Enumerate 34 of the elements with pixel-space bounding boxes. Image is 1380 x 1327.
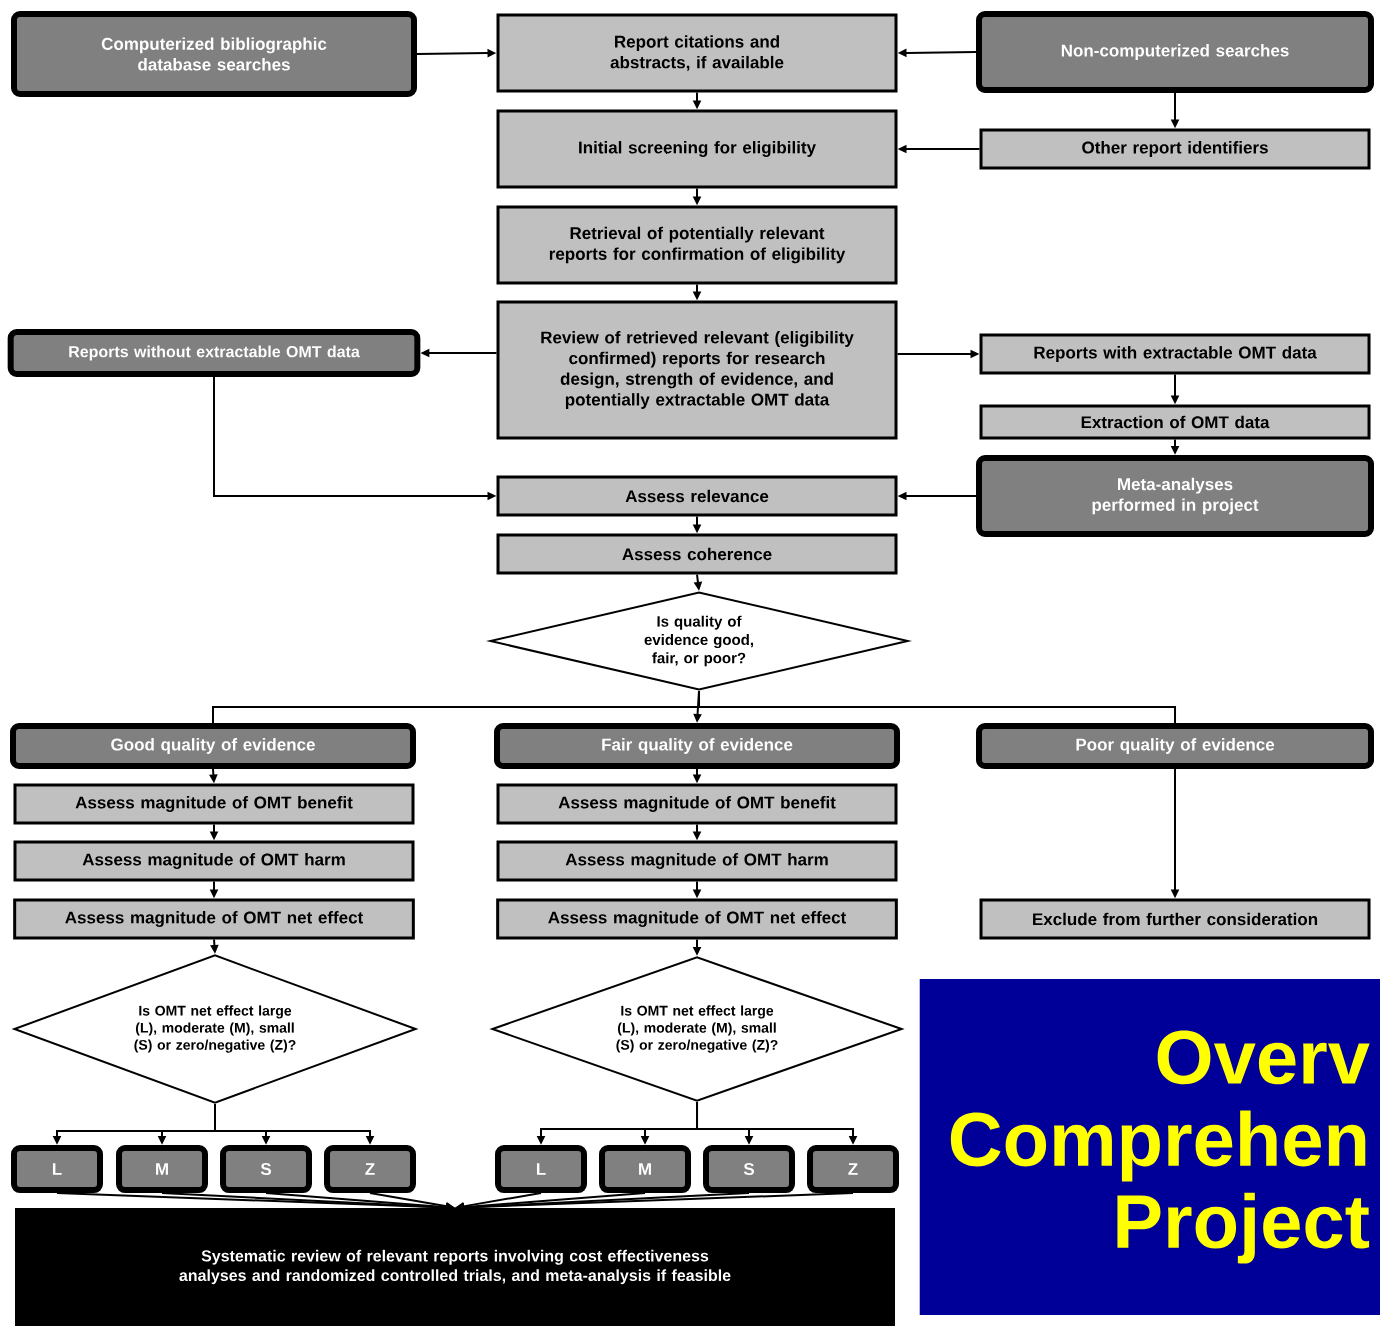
title-panel: Overv Comprehen Project [919,979,1380,1315]
category-box: L [11,1145,103,1193]
process-box: Assess relevance [496,475,898,517]
process-box: Assess magnitude of OMT net effect [496,898,898,940]
category-box: L [495,1145,587,1193]
category-box: Z [807,1145,899,1193]
category-box: S [703,1145,795,1193]
process-box: Assess magnitude of OMT net effect [13,898,415,940]
category-box: M [116,1145,208,1193]
rounded-box: Reports without extractable OMT data [7,329,421,377]
process-box: Initial screening for eligibility [496,109,898,189]
rounded-box: Good quality of evidence [10,723,416,769]
rounded-box: Non-computerized searches [976,11,1374,93]
process-box: Assess magnitude of OMT benefit [496,783,898,825]
process-box: Assess magnitude of OMT harm [496,840,898,882]
rounded-box: Fair quality of evidence [494,723,900,769]
process-box: Assess magnitude of OMT harm [13,840,415,882]
process-box: Other report identifiers [979,128,1371,170]
process-box: Assess magnitude of OMT benefit [13,783,415,825]
process-box: Reports with extractable OMT data [979,333,1371,375]
category-box: M [599,1145,691,1193]
process-box: Report citations and abstracts, if available [496,13,898,93]
process-box: Retrieval of potentially relevant reports for confirmation of eligibility [496,205,898,285]
category-box: Z [324,1145,416,1193]
process-box: Extraction of OMT data [979,404,1371,440]
rounded-box: Poor quality of evidence [976,723,1374,769]
process-box: Exclude from further consideration [979,898,1371,940]
category-box: S [220,1145,312,1193]
result-box: Systematic review of relevant reports involving cost effectiveness analyses and randomized controlled trials, and meta-analysis if feasible [15,1208,895,1326]
rounded-box: Computerized bibliographic database searches [11,11,417,97]
rounded-box: Meta-analyses performed in project [976,455,1374,537]
process-box: Assess coherence [496,533,898,575]
process-box: Review of retrieved relevant (eligibility confirmed) reports for research design, strength of evidence, and potentially extractable OMT data [496,300,898,440]
connector [698,690,1176,724]
